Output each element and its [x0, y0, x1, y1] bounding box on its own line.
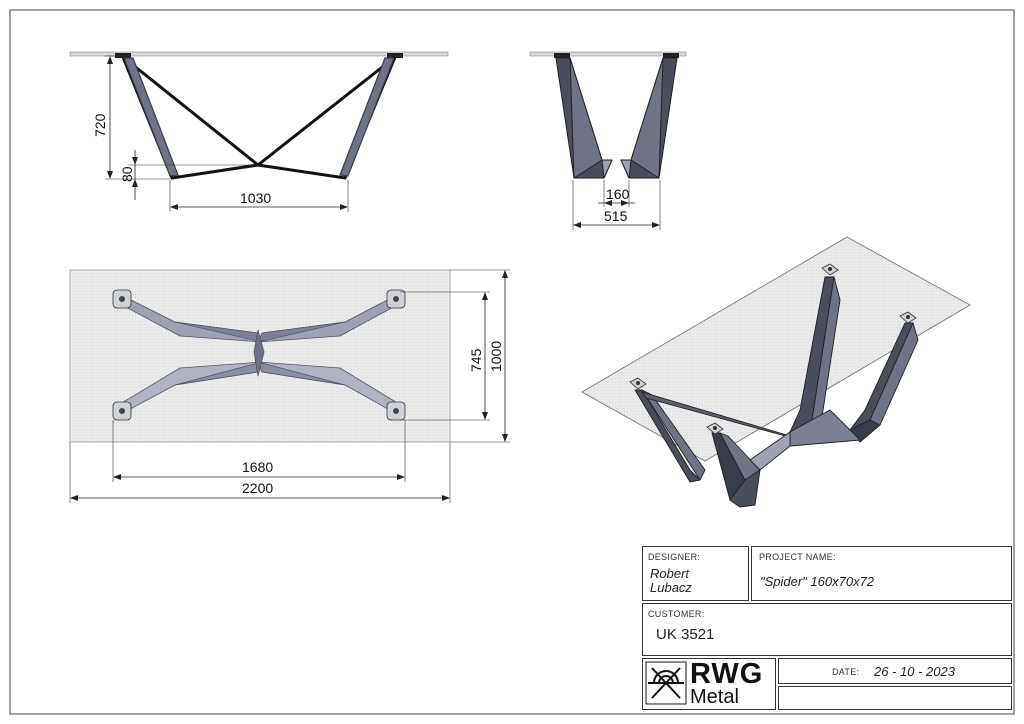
designer-name-line2: Lubacz: [650, 580, 692, 595]
front-view: 720 80 1030: [69, 51, 449, 212]
isometric-view: [581, 236, 971, 508]
blank-box: [778, 686, 1012, 710]
designer-name-line1: Robert: [650, 566, 690, 581]
logo-text-metal: Metal: [690, 686, 739, 708]
logo-text-rwg: RWG: [690, 658, 764, 690]
dim-front-height: 720: [92, 113, 108, 137]
customer-label: CUSTOMER:: [648, 609, 705, 619]
customer-box: [642, 603, 1012, 656]
dim-top-outer-length: 2200: [242, 480, 273, 496]
dim-top-outer-width: 1000: [488, 341, 504, 372]
designer-label: DESIGNER:: [648, 552, 701, 562]
side-view: 160 515: [529, 51, 687, 230]
dim-side-inner: 160: [606, 186, 630, 202]
designer-box: [642, 546, 749, 601]
front-view-glass-top: [69, 51, 449, 57]
dim-front-leg-span: 1030: [240, 190, 271, 206]
project-label: PROJECT NAME:: [759, 552, 836, 562]
sheet-border: [9, 9, 1015, 715]
project-box: [751, 546, 1012, 601]
project-name: "Spider" 160x70x72: [760, 574, 875, 589]
date-value: 26 - 10 - 2023: [874, 664, 955, 679]
dim-top-inner-width: 745: [468, 348, 484, 372]
date-box: [778, 658, 1012, 684]
rwg-logo-icon: [645, 661, 687, 705]
top-view: 745 1000 1680 2200: [69, 269, 510, 503]
dim-side-outer: 515: [604, 208, 628, 224]
side-view-glass-top: [529, 51, 687, 57]
dim-top-inner-length: 1680: [242, 459, 273, 475]
dim-front-foot-height: 80: [119, 166, 135, 182]
customer-value: UK 3521: [656, 626, 715, 643]
date-label: DATE:: [832, 667, 860, 677]
logo-box: [642, 658, 776, 710]
